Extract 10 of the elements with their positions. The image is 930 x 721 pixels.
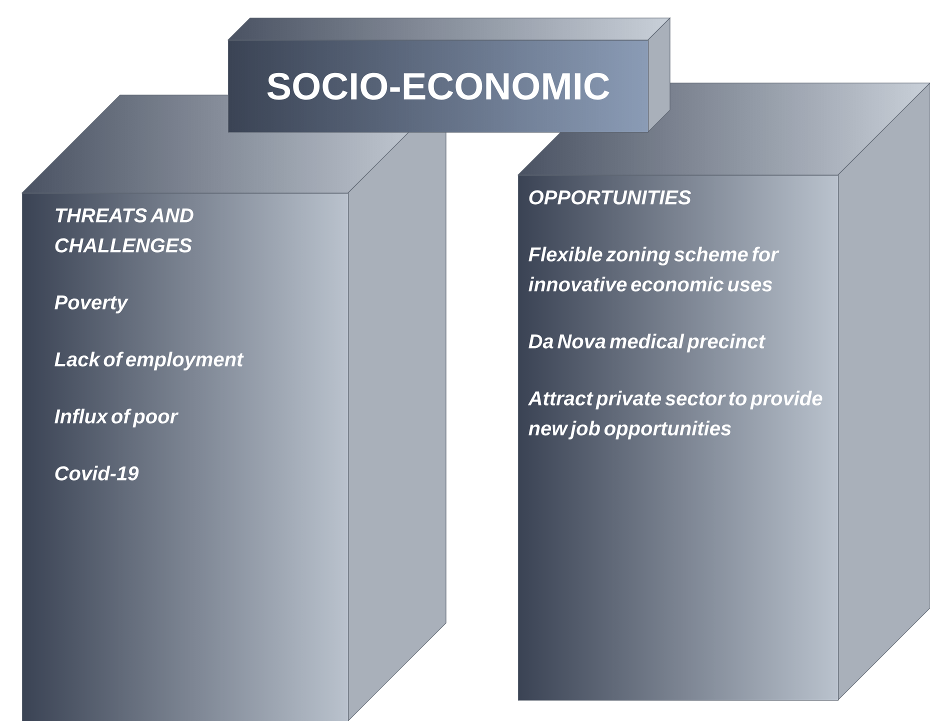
list-item: Covid-19 (55, 466, 139, 480)
heading-text: THREATS AND CHALLENGES (55, 208, 194, 252)
list-item: Flexible zoning scheme for innovative economic uses (528, 246, 780, 292)
heading-text: OPPORTUNITIES (529, 190, 692, 204)
list-item: Da Nova medical precinct (528, 334, 766, 352)
list-item: Poverty (54, 296, 128, 314)
title-text: SOCIO-ECONOMIC (267, 72, 610, 100)
list-item: Attract private sector to provide new job opportunities (528, 390, 822, 440)
list-item: Influx of poor (54, 408, 179, 428)
list-item: Lack of employment (54, 352, 244, 370)
